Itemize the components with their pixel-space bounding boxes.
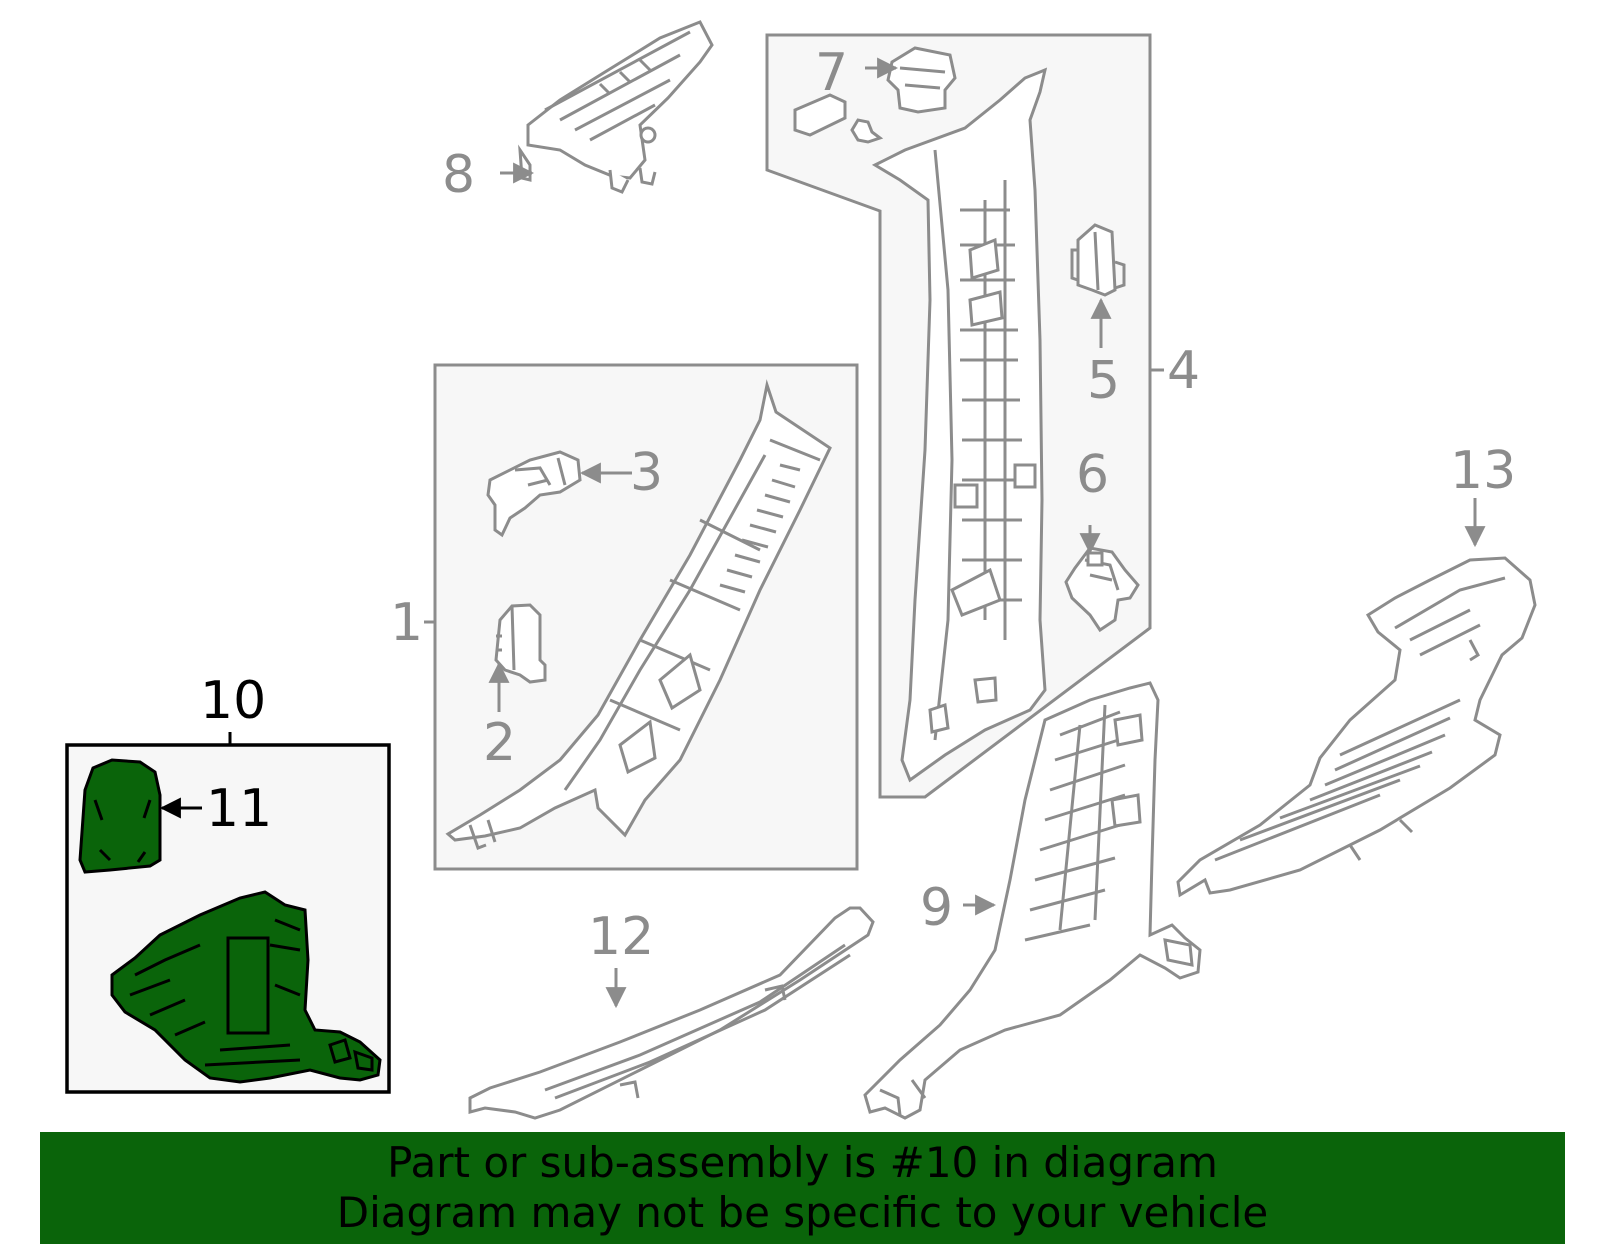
callout-10: 10 — [200, 671, 266, 731]
callout-11: 11 — [206, 779, 272, 839]
part-small-cover — [793, 93, 884, 144]
part-10-trim-assembly-highlighted — [110, 890, 382, 1084]
part-7-clip — [886, 46, 957, 114]
part-12-sill-plate — [468, 906, 875, 1120]
callout-6: 6 — [1076, 445, 1109, 505]
callout-4: 4 — [1167, 341, 1200, 401]
callout-7: 7 — [815, 43, 848, 103]
part-11-cover-highlighted — [78, 758, 162, 874]
callout-13: 13 — [1450, 441, 1516, 501]
banner-line-1: Part or sub-assembly is #10 in diagram — [387, 1138, 1218, 1187]
part-8-bracket — [518, 20, 714, 194]
banner-line-2: Diagram may not be specific to your vehi… — [336, 1188, 1269, 1237]
part-4-pillar-trim — [871, 67, 1048, 783]
part-9-lower-pillar — [863, 681, 1202, 1120]
leader-lines-highlighted — [159, 732, 232, 819]
part-13-sill-panel — [1176, 556, 1537, 898]
part-3-clip — [486, 450, 582, 538]
callout-5: 5 — [1087, 351, 1120, 411]
info-banner: Part or sub-assembly is #10 in diagram D… — [40, 1132, 1565, 1244]
leader-lines — [424, 57, 1486, 1009]
part-5-clip — [1070, 223, 1126, 297]
callout-8: 8 — [442, 145, 475, 205]
part-6-retainer — [1064, 546, 1140, 633]
callout-3: 3 — [630, 443, 663, 503]
callout-9: 9 — [920, 878, 953, 938]
parts-diagram: 1 2 3 4 5 6 7 8 9 10 11 12 13 — [65, 20, 1537, 1120]
callout-1: 1 — [390, 593, 423, 653]
part-1-pillar-trim — [445, 379, 832, 850]
callout-2: 2 — [483, 713, 516, 773]
callout-12: 12 — [588, 907, 654, 967]
